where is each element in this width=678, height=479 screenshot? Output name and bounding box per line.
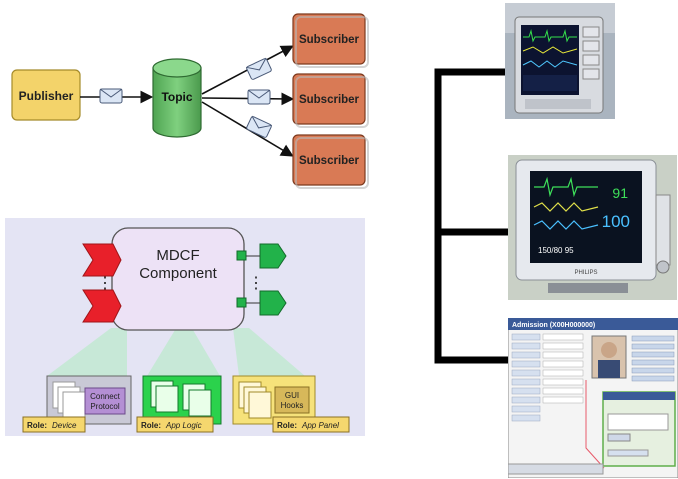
envelope-icon [245, 57, 272, 80]
projection-app-panel [233, 328, 305, 376]
role-tag-app-panel [272, 416, 350, 433]
publisher-box [11, 69, 81, 121]
role-prefix: Role: [27, 421, 47, 430]
role-name: App Logic [165, 421, 202, 430]
subscriber-label: Subscriber [299, 34, 360, 46]
monitor-value-bottom: 150/80 95 [538, 246, 574, 255]
subscriber-label: Subscriber [299, 155, 360, 167]
monitor-value-mid: 100 [602, 212, 630, 231]
bracket-connector [434, 68, 510, 364]
admission-title: Admission (X00H000000) [512, 322, 595, 329]
topic-cylinder [152, 58, 202, 138]
mdcf-diagram: MDCF Component ⋮ ⋮ Connect Protocol [5, 218, 365, 436]
module-label: Connect [90, 392, 121, 401]
monitor-value-top: 91 [612, 185, 628, 201]
red-input-port [82, 289, 122, 323]
app-logic-module [142, 375, 222, 425]
topic-subscriber-arrow-1 [201, 45, 294, 95]
subscriber-box-3 [292, 134, 369, 189]
role-tag-app-logic [136, 416, 214, 433]
envelope-icon [246, 115, 273, 138]
module-label: Hooks [281, 401, 304, 410]
ellipsis-right: ⋮ [248, 275, 264, 292]
patient-monitor-photo-2: 91 100 150/80 95 PHILIPS [508, 155, 677, 300]
admission-screenshot: Admission (X00H000000) [508, 318, 678, 478]
publisher-label: Publisher [19, 89, 74, 103]
module-label: GUI [285, 391, 299, 400]
projection-app-logic [147, 330, 220, 376]
envelope-icon [247, 89, 271, 105]
green-output-port [236, 290, 287, 316]
projection-device [47, 328, 127, 376]
component-title-line1: MDCF [156, 247, 199, 264]
role-name: Device [52, 421, 77, 430]
monitor-brand: PHILIPS [574, 270, 597, 276]
role-prefix: Role: [141, 421, 161, 430]
module-label: Protocol [90, 402, 120, 411]
role-prefix: Role: [277, 421, 297, 430]
subscriber-box-1 [292, 13, 369, 68]
envelope-icon [99, 88, 123, 104]
patient-monitor-photo-1 [505, 3, 615, 119]
pubsub-diagram: Publisher Topic Subscriber Subscriber [11, 13, 369, 189]
subscriber-label: Subscriber [299, 94, 360, 106]
subscriber-box-2 [292, 73, 369, 128]
topic-subscriber-arrow-2 [201, 92, 295, 106]
component-title-line2: Component [139, 265, 217, 282]
app-panel-module [232, 375, 316, 425]
red-input-port [82, 243, 122, 277]
green-output-port [236, 243, 287, 269]
role-name: App Panel [301, 421, 339, 430]
mdcf-component-box [111, 227, 245, 331]
topic-label: Topic [161, 90, 192, 104]
device-module [46, 375, 132, 425]
ellipsis-left: ⋮ [97, 275, 113, 292]
role-tag-device [22, 416, 86, 433]
